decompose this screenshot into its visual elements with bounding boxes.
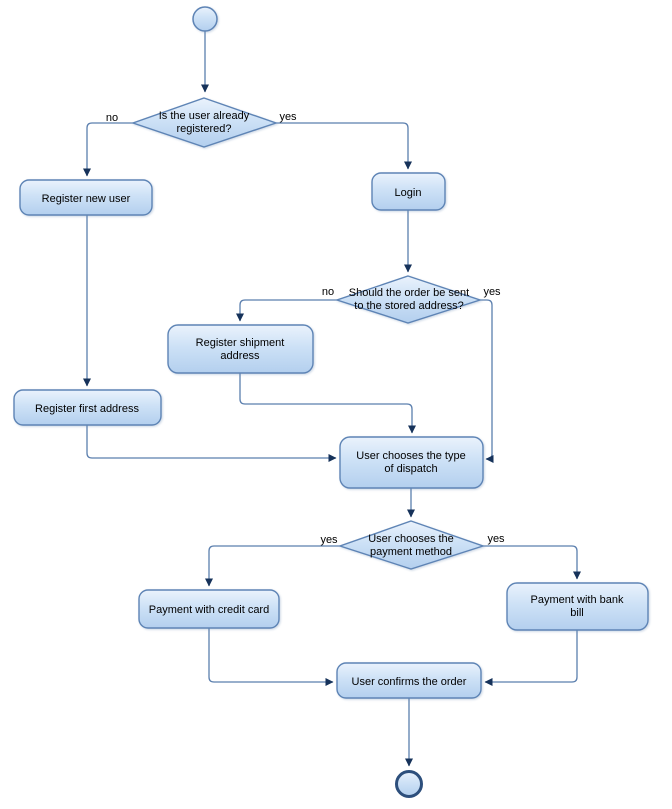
decision-registered: Is the user already registered? (130, 97, 279, 148)
start-circle-icon (192, 6, 218, 32)
node-payment-credit-card: Payment with credit card (138, 589, 280, 629)
register-first-address-box (13, 389, 162, 426)
decision-payment-diamond (337, 520, 486, 570)
decision-payment-text-line2: payment method (370, 546, 452, 558)
confirm-order-box (336, 662, 482, 699)
node-choose-dispatch: User chooses the type of dispatch (339, 436, 484, 489)
edge-labels: no yes no yes yes yes (106, 111, 505, 546)
register-new-user-text: Register new user (42, 193, 131, 205)
edge-first-address-to-dispatch (86, 425, 337, 462)
decision-registered-text-line2: registered? (176, 123, 231, 135)
payment-credit-card-box (138, 589, 280, 629)
decision-registered-diamond (130, 97, 279, 148)
edge-payment-yes-credit (205, 545, 340, 587)
node-register-shipment-address: Register shipment address (167, 324, 314, 374)
decision-stored-address: Should the order be sent to the stored a… (334, 275, 483, 324)
edge-label-registered-no: no (106, 112, 118, 124)
choose-dispatch-box (339, 436, 484, 489)
decision-registered-text-line1: Is the user already (159, 110, 250, 122)
start-node (192, 6, 218, 32)
decision-payment: User chooses the payment method (337, 520, 486, 570)
decision-stored-address-text-line1: Should the order be sent (349, 287, 469, 299)
login-text: Login (395, 187, 422, 199)
choose-dispatch-text-line1: User chooses the type (356, 450, 465, 462)
edge-stored-no (236, 299, 337, 322)
decision-stored-address-text-line2: to the stored address? (354, 300, 463, 312)
register-shipment-address-text-line2: address (220, 350, 260, 362)
edge-label-stored-no: no (322, 286, 334, 298)
end-node (395, 770, 423, 798)
edge-registered-no (83, 122, 133, 177)
nodes: Is the user already registered? Register… (13, 6, 649, 798)
decision-stored-address-diamond (334, 275, 483, 324)
node-register-first-address: Register first address (13, 389, 162, 426)
edges (83, 31, 581, 767)
confirm-order-text: User confirms the order (352, 676, 467, 688)
node-login: Login (371, 172, 446, 211)
edge-shipment-to-dispatch (239, 373, 416, 434)
node-register-new-user: Register new user (19, 179, 153, 216)
edge-credit-to-confirm (208, 628, 334, 686)
edge-stored-yes (480, 299, 494, 463)
register-shipment-address-box (167, 324, 314, 374)
edge-label-payment-bank-yes: yes (487, 533, 505, 545)
payment-bank-bill-text-line2: bill (570, 607, 583, 619)
node-confirm-order: User confirms the order (336, 662, 482, 699)
payment-credit-card-text: Payment with credit card (149, 604, 269, 616)
payment-bank-bill-box (506, 582, 649, 631)
register-first-address-text: Register first address (35, 403, 139, 415)
edge-payment-yes-bank (483, 545, 581, 580)
edge-label-payment-credit-yes: yes (320, 534, 338, 546)
login-box (371, 172, 446, 211)
edge-bank-to-confirm (484, 630, 578, 686)
edge-label-registered-yes: yes (279, 111, 297, 123)
register-shipment-address-text-line1: Register shipment (196, 337, 285, 349)
end-circle-icon (395, 770, 423, 798)
register-new-user-box (19, 179, 153, 216)
decision-payment-text-line1: User chooses the (368, 533, 454, 545)
edge-registered-yes (276, 122, 412, 170)
choose-dispatch-text-line2: of dispatch (384, 463, 437, 475)
payment-bank-bill-text-line1: Payment with bank (531, 594, 624, 606)
node-payment-bank-bill: Payment with bank bill (506, 582, 649, 631)
edge-label-stored-yes: yes (483, 286, 501, 298)
